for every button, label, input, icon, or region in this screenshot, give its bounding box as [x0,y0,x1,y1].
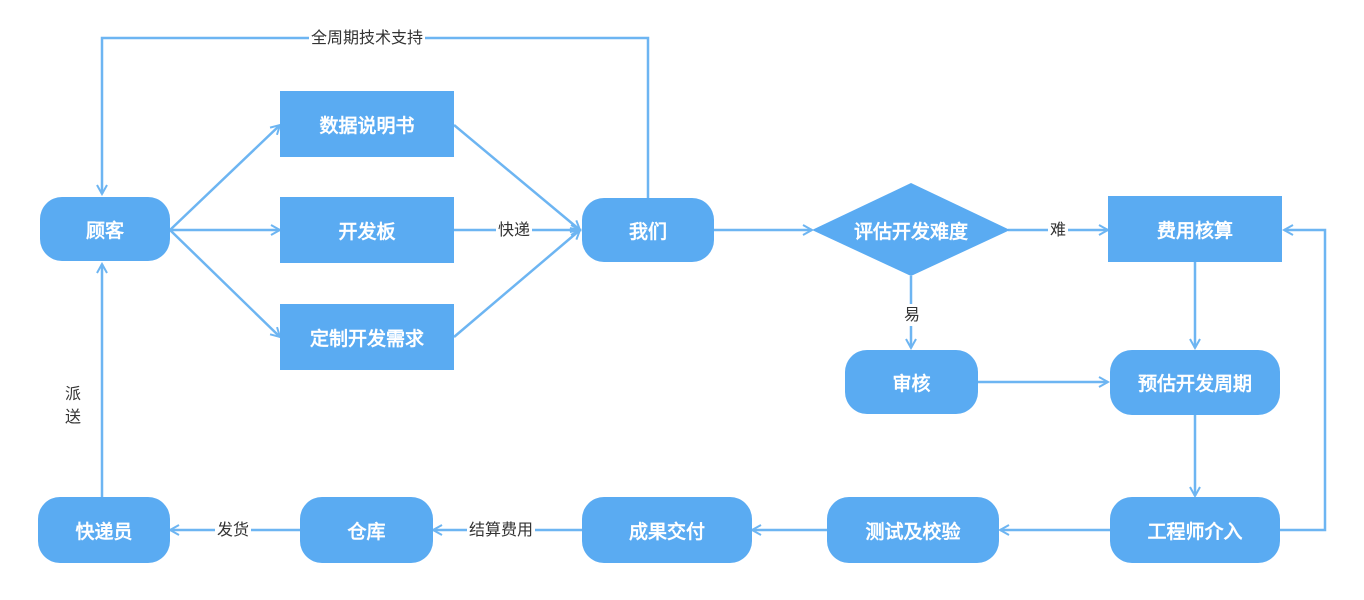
label-support: 全周期技术支持 [309,28,426,47]
node-customer[interactable]: 顾客 [40,197,170,261]
edge-customer-manual [169,125,280,231]
label-easy: 易 [903,304,922,326]
edge-custom-us [453,230,580,338]
node-dev-board[interactable]: 开发板 [280,197,454,263]
node-data-manual[interactable]: 数据说明书 [280,91,454,157]
node-assess-label[interactable]: 评估开发难度 [853,220,968,243]
assess-diamond [812,183,1010,276]
node-estimate[interactable]: 预估开发周期 [1110,350,1280,415]
edge-engineer-cost [1280,230,1327,532]
label-ship: 发货 [215,520,252,539]
label-settle: 结算费用 [467,520,536,539]
node-warehouse[interactable]: 仓库 [300,497,433,563]
node-courier[interactable]: 快递员 [38,497,170,563]
node-delivery[interactable]: 成果交付 [582,497,752,563]
edge-customer-custom [169,229,280,337]
node-review[interactable]: 审核 [845,350,978,414]
label-dispatch-1: 派 [64,384,81,403]
label-dispatch-2: 送 [64,407,81,426]
node-custom-req[interactable]: 定制开发需求 [280,304,454,370]
label-express: 快递 [496,220,533,239]
label-hard: 难 [1048,220,1069,239]
edge-manual-us [453,124,580,230]
node-testing[interactable]: 测试及校验 [827,497,999,563]
node-us[interactable]: 我们 [582,198,714,262]
node-engineer[interactable]: 工程师介入 [1110,497,1280,563]
node-cost[interactable]: 费用核算 [1108,196,1282,262]
